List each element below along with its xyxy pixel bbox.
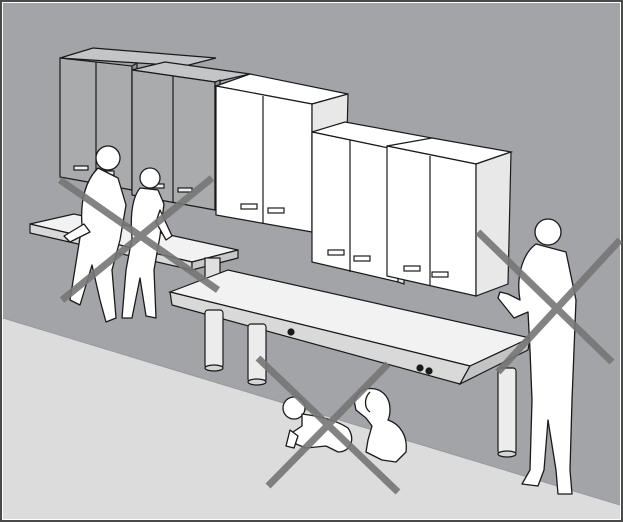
sitting-dog-icon xyxy=(353,387,407,463)
table-leg xyxy=(204,309,517,458)
wall-cabinet-white-3 xyxy=(386,137,514,297)
prohibition-cross-icon xyxy=(58,175,623,495)
